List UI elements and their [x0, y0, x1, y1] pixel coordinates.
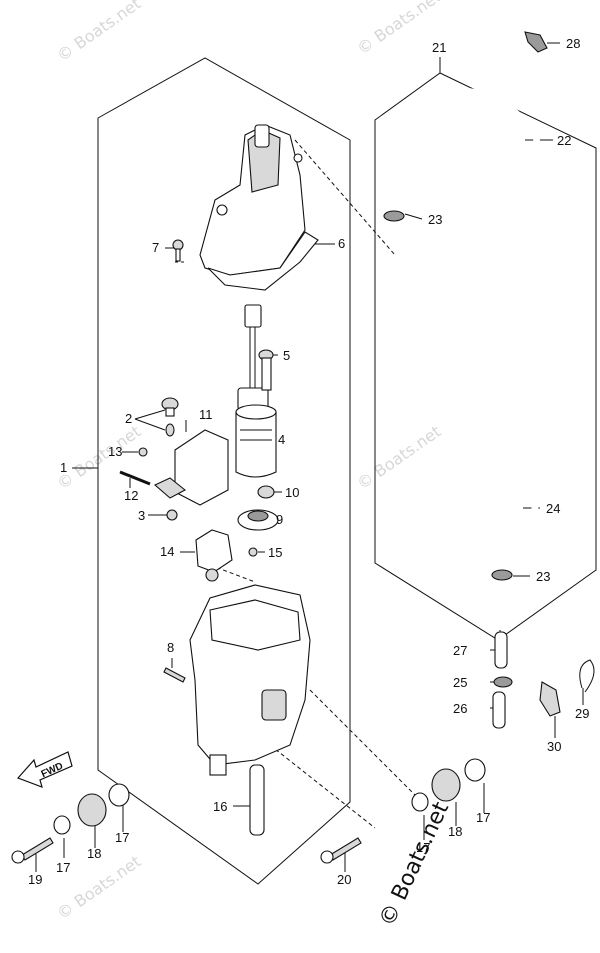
pipe-16-part — [249, 764, 265, 836]
filter-9-part — [237, 509, 279, 531]
callout-18-right: 18 — [448, 824, 462, 839]
callout-9: 9 — [276, 512, 283, 527]
separator-cover-part — [199, 124, 319, 291]
screw-15-part — [248, 547, 258, 557]
callout-1: 1 — [60, 460, 67, 475]
pipe-26-part — [492, 691, 506, 729]
callout-27: 27 — [453, 643, 467, 658]
callout-18-left: 18 — [87, 846, 101, 861]
mount-right-parts — [320, 758, 486, 864]
callout-17-right-outer: 17 — [476, 810, 490, 825]
watermark-main: © Boats.net — [375, 798, 455, 931]
grommet-10-part — [257, 485, 275, 499]
callout-8: 8 — [167, 640, 174, 655]
callout-26: 26 — [453, 701, 467, 716]
callout-21: 21 — [432, 40, 446, 55]
callouts: 1 2 3 4 5 6 7 8 9 10 11 12 13 14 15 16 1… — [28, 36, 589, 887]
callout-7: 7 — [152, 240, 159, 255]
pipe-27-part — [494, 631, 508, 669]
separator-tank-part — [189, 584, 311, 776]
fwd-arrow: FWD — [16, 751, 73, 788]
callout-12: 12 — [124, 488, 138, 503]
fuel-pump-part — [235, 304, 277, 478]
bracket-30-part — [539, 681, 561, 717]
callout-17-left-outer: 17 — [115, 830, 129, 845]
callout-11: 11 — [199, 407, 213, 422]
callout-28: 28 — [566, 36, 580, 51]
watermark-mid-left: © Boats.net — [53, 422, 144, 494]
callout-19: 19 — [28, 872, 42, 887]
hose-assembly-frame — [374, 72, 597, 641]
callout-3: 3 — [138, 508, 145, 523]
clamp-23-lower-part — [491, 569, 513, 581]
callout-29: 29 — [575, 706, 589, 721]
callout-24: 24 — [546, 501, 560, 516]
callout-22: 22 — [557, 133, 571, 148]
callout-5: 5 — [283, 348, 290, 363]
watermark-top-left: © Boats.net — [53, 0, 144, 65]
callout-23-lower: 23 — [536, 569, 550, 584]
callout-23-upper: 23 — [428, 212, 442, 227]
callout-17-right-inner: 17 — [416, 840, 430, 855]
pin-12-part — [119, 470, 151, 486]
callout-20: 20 — [337, 872, 351, 887]
bolt-13-part — [138, 447, 148, 457]
screw-8-part — [163, 667, 186, 683]
callout-13: 13 — [108, 444, 122, 459]
callout-14: 14 — [160, 544, 174, 559]
callout-16: 16 — [213, 799, 227, 814]
bolt-3-part — [166, 509, 178, 521]
frames — [97, 57, 597, 885]
main-assembly-frame — [97, 57, 351, 885]
watermark-top-right: © Boats.net — [353, 0, 444, 58]
callout-30: 30 — [547, 739, 561, 754]
screw-7-part — [172, 239, 184, 262]
callout-4: 4 — [278, 432, 285, 447]
band-29-part — [579, 659, 595, 693]
callout-2: 2 — [125, 411, 132, 426]
mount-left-parts — [11, 783, 130, 864]
callout-25: 25 — [453, 675, 467, 690]
callout-10: 10 — [285, 485, 299, 500]
grommet-2-part — [161, 397, 179, 437]
watermark-mid-right: © Boats.net — [353, 422, 444, 494]
clip-28-part — [524, 31, 548, 53]
callout-15: 15 — [268, 545, 282, 560]
clamp-25-part — [493, 676, 513, 688]
bracket-11-part — [153, 429, 229, 506]
callout-6: 6 — [338, 236, 345, 251]
fitting-14-part — [195, 529, 233, 582]
fuel-hose-part — [392, 86, 580, 572]
callout-17-left-inner: 17 — [56, 860, 70, 875]
clamp-23-upper-part — [383, 210, 405, 222]
